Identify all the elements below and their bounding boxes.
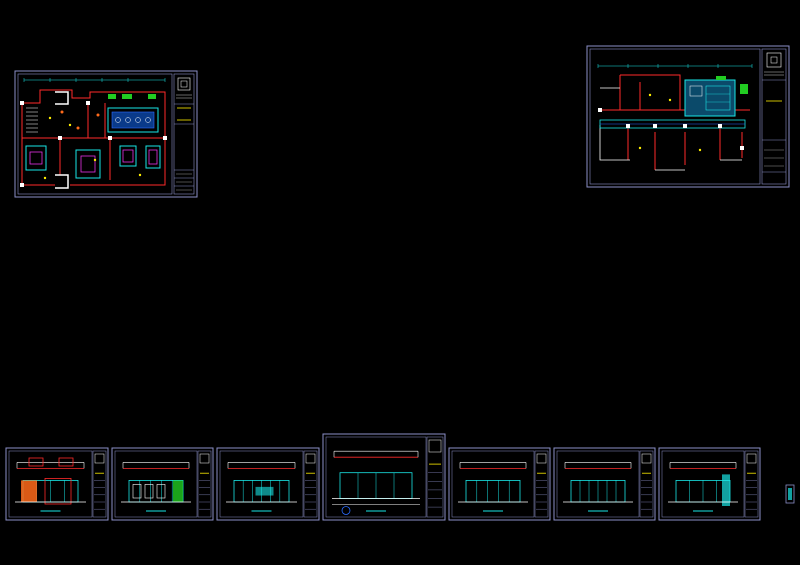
sheet-border [586,45,790,188]
logo-mark [94,453,105,464]
logo-mark [305,453,316,464]
sheet-border [111,447,214,521]
title-block [303,450,318,518]
elevation-view [332,472,420,515]
ceiling-section [333,450,419,458]
furniture [29,149,158,173]
sheet-elev-5[interactable] [448,447,551,521]
title-block [761,48,787,185]
sheet-elev-6[interactable] [553,447,656,521]
logo-mark [536,453,547,464]
logo-mark [641,453,652,464]
drawing-frame [451,450,535,518]
elevation-view [668,474,738,506]
fixtures [638,93,702,152]
ceiling-section [669,462,737,469]
elevation-view [121,479,191,503]
sheet-border [448,447,551,521]
sheet-border [5,447,109,521]
sheet-elev-4[interactable] [322,433,446,521]
columns [20,101,167,187]
logo-mark [177,77,191,91]
sheet-floor-plan-1[interactable] [14,70,198,198]
title-block [173,73,195,195]
stair-lines [26,107,38,133]
elevation-view [15,457,86,505]
title-block [197,450,212,518]
drawing-frame [556,450,640,518]
sheet-elev-7[interactable] [658,447,761,521]
elevation-view [226,479,297,503]
core-area [684,79,736,117]
elevation-sheets-row [5,433,761,521]
ceiling-section [122,462,190,469]
dimension-line [23,78,166,82]
drawing-frame [589,48,761,185]
sheet-elev-3[interactable] [216,447,320,521]
office-rooms [25,145,161,179]
sheet-border [553,447,656,521]
detail-marker [785,484,795,504]
title-block [92,450,107,518]
sheet-elev-2[interactable] [111,447,214,521]
drawing-frame [17,73,173,195]
elevation-view [458,479,528,503]
planting [108,94,156,99]
accent-marks [60,110,100,130]
sheet-elev-1[interactable] [5,447,109,521]
fixtures [43,116,142,180]
drawing-frame [661,450,745,518]
entry-door-marks [55,91,69,189]
drawing-frame [114,450,198,518]
sheet-border [14,70,198,198]
title-block [426,436,444,518]
sheet-border [658,447,761,521]
planting [716,76,748,94]
logo-mark [766,52,782,68]
sheet-border [216,447,320,521]
exterior-walls [599,87,742,171]
ceiling-section [564,462,632,469]
ceiling-section [459,462,527,469]
drawing-frame [219,450,304,518]
drawing-frame [325,436,427,518]
reception-area [107,107,159,133]
sheet-border [322,433,446,521]
title-block [744,450,759,518]
drawing-frame [8,450,93,518]
logo-mark [428,439,442,453]
dimension-line [597,64,753,68]
sheet-floor-plan-2[interactable] [586,45,790,188]
columns [598,108,744,150]
title-block [534,450,549,518]
ceiling-section [227,462,296,469]
title-block [639,450,654,518]
logo-mark [746,453,757,464]
elevation-view [563,479,633,503]
logo-mark [199,453,210,464]
